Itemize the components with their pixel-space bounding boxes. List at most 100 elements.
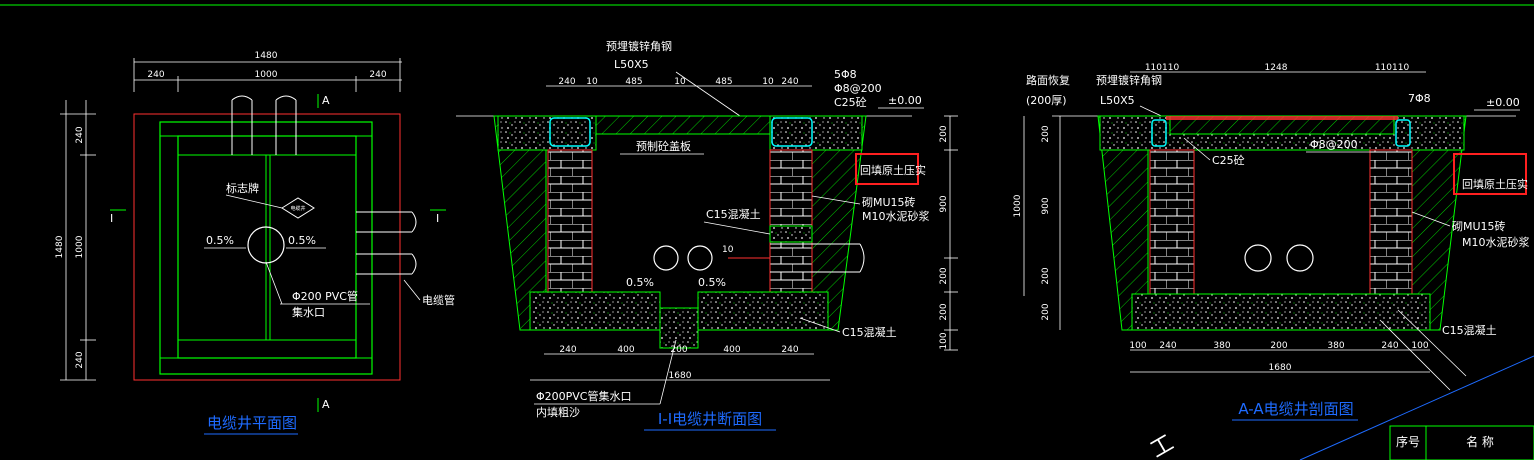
plan-slope-right: 0.5% — [288, 234, 316, 247]
s1-angle-1: 预埋镀锌角钢 — [606, 39, 672, 53]
s1-fill-sand: 内填粗沙 — [536, 405, 580, 419]
s2-backfill-highlight — [1453, 153, 1527, 195]
plan-title: 电缆井平面图 — [207, 414, 297, 432]
plan-dim-top-1: 240 — [147, 70, 164, 80]
plan-dim-left-3: 240 — [75, 351, 85, 368]
s1-dim-top-5: 485 — [715, 77, 732, 87]
s1-dim-bottom-2: 400 — [617, 345, 634, 355]
plan-sign-label: 标志牌 — [226, 181, 259, 195]
s1-dim-right-3: 200 — [939, 267, 949, 284]
plan-dim-total: 1480 — [255, 51, 278, 61]
s1-dim-right-2: 900 — [939, 195, 949, 212]
s1-brick-2: M10水泥砂浆 — [862, 209, 930, 223]
s2-rebar-1: 7Φ8 — [1408, 92, 1431, 105]
s2-dim-bottom-1: 100 — [1129, 341, 1146, 351]
plan-dim-top-3: 240 — [369, 70, 386, 80]
s1-dim-total: 1680 — [669, 371, 692, 381]
s1-concrete: C25砼 — [834, 96, 867, 109]
s2-dim-top-right: 110110 — [1375, 63, 1410, 73]
s2-dim-top-mid: 1248 — [1265, 63, 1288, 73]
s2-dim-bottom-6: 240 — [1381, 341, 1398, 351]
s1-dim-top-1: 240 — [558, 77, 575, 87]
s2-concrete: C25砼 — [1212, 154, 1245, 167]
s1-dim-bottom-3: 200 — [670, 345, 687, 355]
stamp-char: 工 — [1147, 431, 1179, 460]
s1-dim-top-3: 485 — [625, 77, 642, 87]
s2-dim-bottom-4: 200 — [1270, 341, 1287, 351]
s2-dim-left-3: 200 — [1041, 267, 1051, 284]
table-col-1: 序号 — [1396, 434, 1420, 449]
s2-c15-base: C15混凝土 — [1442, 323, 1497, 337]
s2-dim-bottom-2: 240 — [1159, 341, 1176, 351]
plan-dim-left-total: 1480 — [55, 235, 65, 258]
plan-dim-top-2: 1000 — [255, 70, 278, 80]
s1-cover-label: 预制砼盖板 — [636, 139, 691, 153]
s1-brick-1: 砌MU15砖 — [862, 195, 916, 209]
s1-c15-inner: C15混凝土 — [706, 207, 761, 221]
s2-dim-top-left: 110110 — [1145, 63, 1180, 73]
s1-dim-right-4: 200 — [939, 303, 949, 320]
s1-backfill: 回填原土压实 — [860, 163, 926, 177]
table-col-2: 名 称 — [1466, 434, 1494, 449]
s1-c15-base: C15混凝土 — [842, 325, 897, 339]
section-2-view: 路面恢复 (200厚) 预埋镀锌角钢 L50X5 110110 1248 110… — [1013, 63, 1530, 421]
s2-level: ±0.00 — [1486, 96, 1520, 109]
plan-sign-diamond — [281, 197, 315, 219]
s1-slope-left: 0.5% — [626, 276, 654, 289]
s2-angle-2: L50X5 — [1100, 94, 1135, 107]
s2-dim-left-2: 900 — [1041, 197, 1051, 214]
s2-brick-2: M10水泥砂浆 — [1462, 235, 1530, 249]
plan-mark-a-top: A — [322, 94, 330, 107]
s2-angle-1: 预埋镀锌角钢 — [1096, 73, 1162, 87]
s2-dim-left-1: 200 — [1041, 125, 1051, 142]
s2-title: A-A电缆井剖面图 — [1238, 400, 1353, 418]
s2-dim-left-total: 1000 — [1013, 194, 1023, 217]
s1-rebar-1: 5Φ8 — [834, 68, 857, 81]
s1-dim-top-2: 10 — [586, 77, 598, 87]
s2-dim-left-4: 200 — [1041, 303, 1051, 320]
plan-mark-a-bottom: A — [322, 398, 330, 411]
s2-dim-total: 1680 — [1269, 363, 1292, 373]
s1-dim-top-4: 10 — [674, 77, 686, 87]
title-table: 序号 名 称 — [1389, 425, 1534, 460]
s1-drain-pipe: Φ200PVC管集水口 — [536, 389, 632, 403]
plan-dim-left-1: 240 — [75, 126, 85, 143]
s1-level: ±0.00 — [888, 94, 922, 107]
plan-mark-i-right: I — [436, 212, 439, 225]
s1-ten: 10 — [722, 245, 734, 255]
plan-slope-left: 0.5% — [206, 234, 234, 247]
plan-well-frame — [159, 121, 373, 375]
s2-backfill: 回填原土压实 — [1462, 177, 1528, 191]
s1-dim-bottom-1: 240 — [559, 345, 576, 355]
plan-pipe-label: Φ200 PVC管 — [292, 289, 358, 303]
plan-sign-text: 电缆井 — [290, 205, 305, 212]
s1-dim-right-1: 200 — [939, 125, 949, 142]
s1-dim-bottom-5: 240 — [781, 345, 798, 355]
plan-outer-boundary — [133, 113, 401, 381]
s1-title: I-I电缆井断面图 — [658, 410, 762, 428]
s1-dim-top-6: 10 — [762, 77, 774, 87]
s2-dim-bottom-7: 100 — [1411, 341, 1428, 351]
s2-dim-bottom-5: 380 — [1327, 341, 1344, 351]
plan-mark-i-left: I — [110, 212, 113, 225]
plan-dim-left-2: 1000 — [75, 235, 85, 258]
s1-rebar-2: Φ8@200 — [834, 82, 882, 95]
s2-brick-1: 砌MU15砖 — [1452, 219, 1506, 233]
s1-backfill-highlight — [855, 153, 919, 185]
plan-drain-label: 集水口 — [292, 305, 325, 319]
s2-road-2: (200厚) — [1026, 94, 1067, 107]
s2-rebar-2: Φ8@200 — [1310, 138, 1358, 151]
s2-dim-bottom-3: 380 — [1213, 341, 1230, 351]
s1-drain-pit — [659, 307, 699, 349]
s1-cover-slab — [595, 115, 771, 135]
plan-cable-label: 电缆管 — [422, 293, 455, 307]
section-1-view: 预埋镀锌角钢 L50X5 5Φ8 Φ8@200 C25砼 ±0.00 240 1… — [456, 39, 958, 431]
s1-dim-right-5: 100 — [939, 332, 949, 349]
s2-road-1: 路面恢复 — [1026, 73, 1070, 87]
plan-view: 1480 240 1000 240 1480 240 1000 240 A — [55, 51, 455, 435]
s1-angle-2: L50X5 — [614, 58, 649, 71]
s1-dim-bottom-4: 400 — [723, 345, 740, 355]
s1-slope-right: 0.5% — [698, 276, 726, 289]
s1-dim-top-7: 240 — [781, 77, 798, 87]
